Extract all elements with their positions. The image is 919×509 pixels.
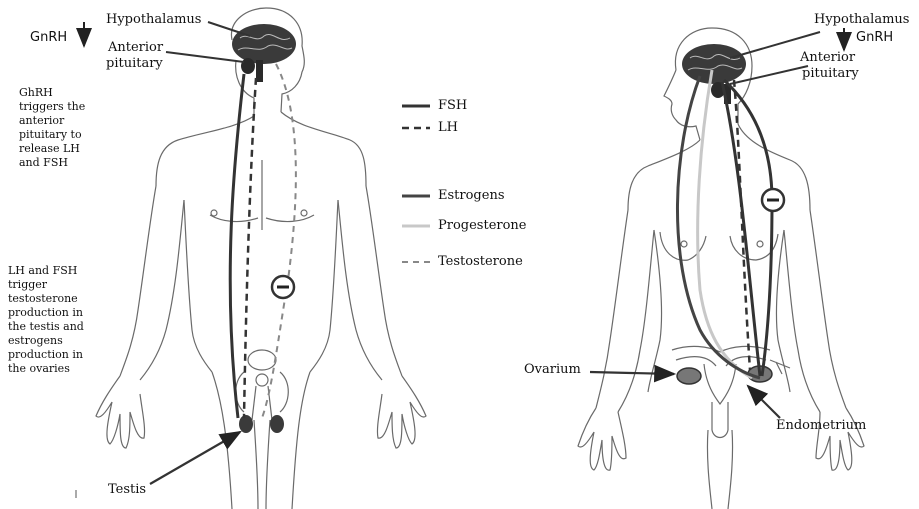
testis-label: Testis <box>108 482 146 497</box>
female-inhibition-minus <box>767 199 779 202</box>
female-pituitary-label: pituitary <box>802 66 859 81</box>
male-hypothalamus-label: Hypothalamus <box>106 12 201 27</box>
note-line: trigger <box>8 278 84 292</box>
female-fsh-path <box>722 82 760 376</box>
female-lh-path <box>734 80 750 370</box>
ovarium-pointer <box>590 372 674 374</box>
endometrium-label: Endometrium <box>776 418 866 433</box>
note-line: triggers the <box>19 100 85 114</box>
male-body-outline <box>96 8 426 509</box>
male-hormone-paths <box>230 64 296 418</box>
legend-estrogens-label: Estrogens <box>438 188 505 203</box>
ovarium-label: Ovarium <box>524 362 581 377</box>
male-gnrh-label: GnRH <box>30 30 67 45</box>
note-line: estrogens <box>8 334 84 348</box>
legend-fsh-label: FSH <box>438 98 467 113</box>
note-line: production in <box>8 348 84 362</box>
legend-testosterone-label: Testosterone <box>438 254 523 269</box>
endometrium-pointer <box>748 386 780 418</box>
legend-lh-label: LH <box>438 120 458 135</box>
note-line: LH and FSH <box>8 264 84 278</box>
male-pituitary-label: pituitary <box>106 56 163 71</box>
male-testosterone-path <box>262 64 296 418</box>
female-anterior-label: Anterior <box>800 50 855 65</box>
note-line: and FSH <box>19 156 85 170</box>
note-line: anterior <box>19 114 85 128</box>
female-hormone-paths <box>677 70 772 378</box>
note-line: GhRH <box>19 86 85 100</box>
testis-pointer <box>150 432 240 484</box>
note-line: pituitary to <box>19 128 85 142</box>
female-hypothalamus-label: Hypothalamus <box>814 12 909 27</box>
note-line: production in <box>8 306 84 320</box>
male-pituitary-pointer <box>166 52 244 62</box>
male-anterior-label: Anterior <box>108 40 163 55</box>
note-line: release LH <box>19 142 85 156</box>
female-body-outline <box>578 28 864 509</box>
note-line: the testis and <box>8 320 84 334</box>
male-lh-path <box>244 78 256 418</box>
gnrh-note: GhRH triggers the anterior pituitary to … <box>19 86 85 170</box>
note-line: the ovaries <box>8 362 84 376</box>
male-inhibition-minus <box>277 286 289 289</box>
legend-progesterone-label: Progesterone <box>438 218 527 233</box>
note-line: testosterone <box>8 292 84 306</box>
male-testes <box>239 415 284 433</box>
female-gnrh-label: GnRH <box>856 30 893 45</box>
production-note: LH and FSH trigger testosterone producti… <box>8 264 84 376</box>
